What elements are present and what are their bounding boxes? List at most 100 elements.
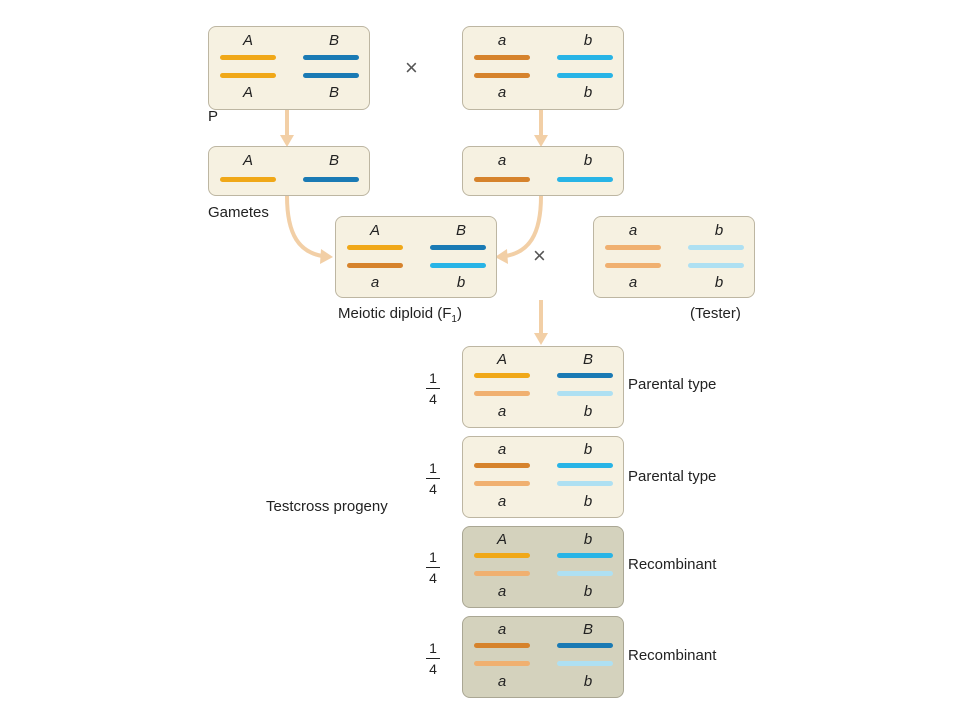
- allele-label: A: [242, 84, 253, 101]
- chromosome-a: [474, 463, 530, 468]
- allele-label: B: [328, 32, 339, 49]
- allele-label: a: [497, 152, 507, 169]
- meiotic-diploid-label: Meiotic diploid (F1): [338, 305, 462, 325]
- allele-label: B: [455, 222, 466, 239]
- allele-label: b: [714, 222, 724, 239]
- chromosome-A: [220, 55, 276, 60]
- progeny-box-3: A b a b: [462, 526, 624, 608]
- allele-label: b: [583, 673, 593, 690]
- allele-label: a: [497, 441, 507, 458]
- chromosome-a: [474, 73, 530, 78]
- progeny-type-label: Parental type: [628, 468, 717, 485]
- chromosome-B: [430, 245, 486, 250]
- allele-label: b: [583, 32, 593, 49]
- allele-label: b: [583, 583, 593, 600]
- allele-label: a: [497, 32, 507, 49]
- chromosome-A: [474, 553, 530, 558]
- progeny-type-label: Recombinant: [628, 556, 717, 573]
- chromosome-b: [557, 177, 613, 182]
- gamete-box-1: A B: [208, 146, 370, 196]
- chromosome-a-light: [605, 245, 661, 250]
- tester-label: (Tester): [690, 305, 741, 322]
- chromosome-b-light: [557, 661, 613, 666]
- chromosome-a-light: [474, 481, 530, 486]
- chromosome-B: [303, 73, 359, 78]
- allele-label: B: [328, 152, 339, 169]
- gametes-label: Gametes: [208, 204, 269, 221]
- progeny-box-4: a B a b: [462, 616, 624, 698]
- allele-label: a: [497, 84, 507, 101]
- arrow-gamete1-to-f1: [285, 195, 323, 258]
- f1-box: A B a b: [335, 216, 497, 298]
- cross-symbol-2: ×: [533, 243, 546, 268]
- allele-label: a: [497, 493, 507, 510]
- progeny-type-label: Parental type: [628, 376, 717, 393]
- progeny-type-label: Recombinant: [628, 647, 717, 664]
- testcross-progeny-label: Testcross progeny: [266, 498, 388, 515]
- allele-label: B: [582, 621, 593, 638]
- allele-label: a: [497, 403, 507, 420]
- chromosome-a: [347, 263, 403, 268]
- allele-label: B: [328, 84, 339, 101]
- chromosome-B: [557, 643, 613, 648]
- chromosome-a-light: [605, 263, 661, 268]
- chromosome-A: [474, 373, 530, 378]
- chromosome-B: [303, 177, 359, 182]
- gamete-box-2: a b: [462, 146, 624, 196]
- chromosome-b-light: [688, 245, 744, 250]
- chromosome-A: [220, 177, 276, 182]
- allele-label: A: [369, 222, 380, 239]
- allele-label: b: [583, 441, 593, 458]
- chromosome-b-light: [557, 481, 613, 486]
- chromosome-a-light: [474, 391, 530, 396]
- cross-symbol: ×: [405, 55, 418, 80]
- chromosome-a-light: [474, 571, 530, 576]
- allele-label: b: [714, 274, 724, 291]
- allele-label: a: [370, 274, 380, 291]
- chromosome-a: [474, 177, 530, 182]
- allele-label: B: [582, 351, 593, 368]
- chromosome-b: [557, 553, 613, 558]
- chromosome-b: [557, 463, 613, 468]
- allele-label: b: [583, 152, 593, 169]
- allele-label: a: [628, 222, 638, 239]
- chromosome-B: [557, 373, 613, 378]
- allele-label: A: [496, 351, 507, 368]
- allele-label: b: [583, 493, 593, 510]
- progeny-box-1: A B a b: [462, 346, 624, 428]
- chromosome-b: [557, 55, 613, 60]
- chromosome-b: [557, 73, 613, 78]
- allele-label: a: [628, 274, 638, 291]
- chromosome-a-light: [474, 661, 530, 666]
- parent-box-2: a b a b: [462, 26, 624, 110]
- tester-box: a b a b: [593, 216, 755, 298]
- progeny-box-2: a b a b: [462, 436, 624, 518]
- chromosome-a: [474, 55, 530, 60]
- chromosome-A: [220, 73, 276, 78]
- allele-label: A: [242, 152, 253, 169]
- p-label: P: [208, 108, 219, 125]
- chromosome-b: [430, 263, 486, 268]
- chromosome-a: [474, 643, 530, 648]
- chromosome-A: [347, 245, 403, 250]
- arrow-gamete2-to-f1: [505, 195, 543, 258]
- chromosome-b-light: [688, 263, 744, 268]
- allele-label: b: [583, 531, 593, 548]
- allele-label: b: [583, 403, 593, 420]
- allele-label: b: [456, 274, 466, 291]
- allele-label: a: [497, 621, 507, 638]
- allele-label: a: [497, 673, 507, 690]
- allele-label: A: [496, 531, 507, 548]
- parent-box-1: A B A B: [208, 26, 370, 110]
- chromosome-b-light: [557, 391, 613, 396]
- chromosome-b-light: [557, 571, 613, 576]
- allele-label: A: [242, 32, 253, 49]
- allele-label: a: [497, 583, 507, 600]
- allele-label: b: [583, 84, 593, 101]
- chromosome-B: [303, 55, 359, 60]
